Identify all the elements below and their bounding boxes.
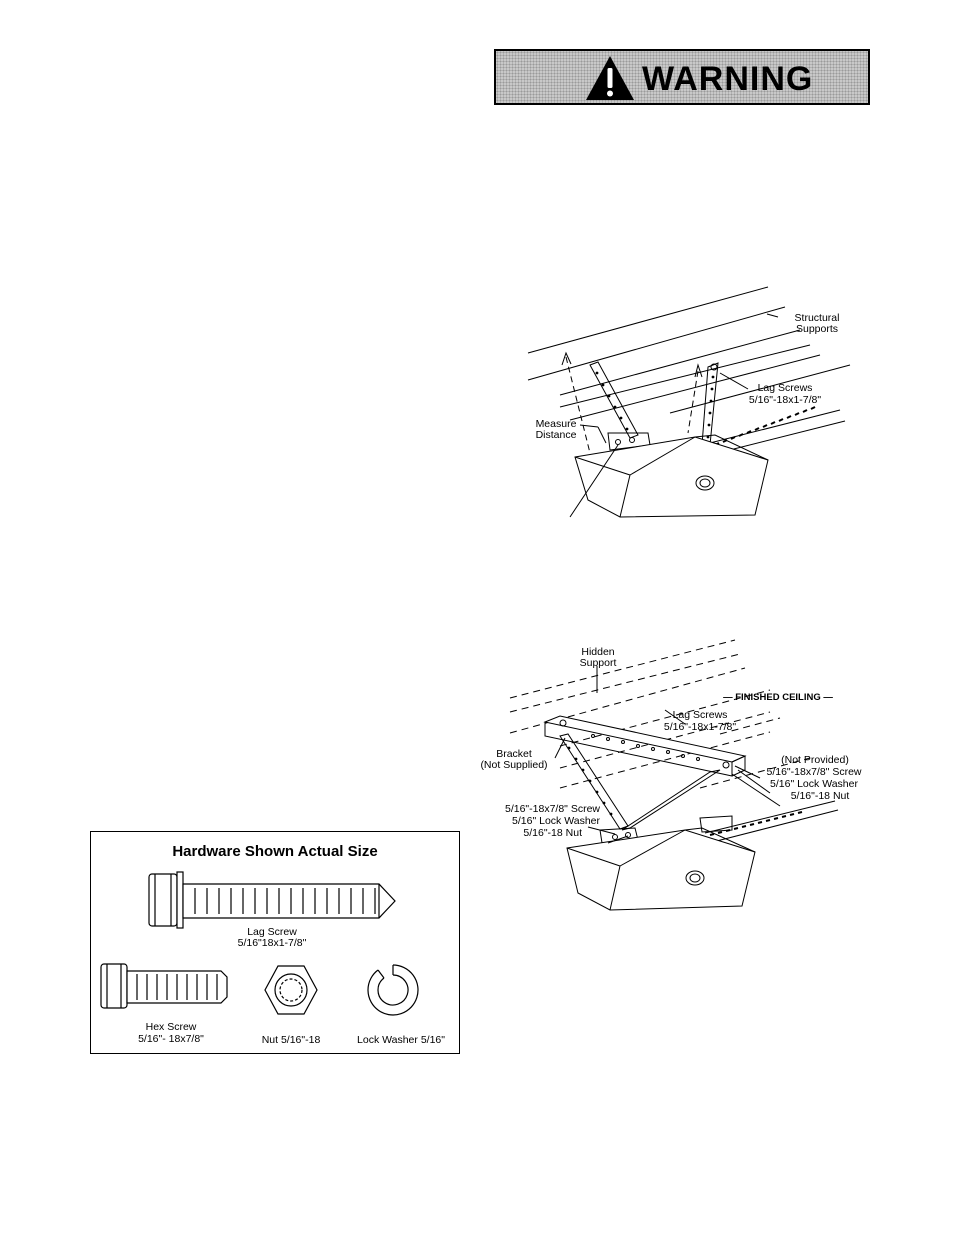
nut-right-label: 5/16"-18 Nut [790, 790, 850, 802]
hex-screw-size: 5/16"- 18x7/8" [138, 1033, 204, 1045]
hardware-title: Hardware Shown Actual Size [172, 843, 378, 860]
finished-ceiling-diagram: Hidden Support — FINISHED CEILING — Lag … [470, 638, 870, 913]
lock-washer-left-label: 5/16" Lock Washer [512, 815, 600, 827]
structural-supports-label: Structural Supports [794, 312, 840, 335]
not-provided-label: (Not Provided) [781, 754, 849, 766]
lock-washer-right-label: 5/16" Lock Washer [770, 778, 858, 790]
lock-washer-icon [367, 964, 419, 1016]
hardware-box: Hardware Shown Actual Size Lag Screw 5/1… [90, 831, 460, 1054]
hidden-support-label: Hidden Support [579, 646, 617, 669]
screw-right-label: 5/16"-18x7/8" Screw [766, 766, 862, 778]
hex-screw-icon [100, 963, 228, 1009]
lag-screw-name: Lag Screw [247, 926, 297, 938]
nut-left-label: 5/16"-18 Nut [523, 827, 582, 839]
finished-ceiling-label: — FINISHED CEILING — [723, 692, 833, 703]
opener-finished-ceiling-illustration [509, 639, 839, 911]
lag-screw-icon [148, 871, 396, 929]
nut-label: Nut 5/16"-18 [261, 1034, 321, 1046]
lag-screw-size: 5/16"18x1-7/8" [237, 937, 307, 949]
screw-left-label: 5/16"-18x7/8" Screw [504, 803, 600, 815]
bracket-label: Bracket (Not Supplied) [480, 748, 548, 771]
warning-triangle-icon [586, 56, 634, 100]
opener-structural-illustration [527, 286, 851, 518]
lag-screws-size-label-2: 5/16"-18x1-7/8" [663, 721, 737, 733]
hex-nut-icon [264, 965, 318, 1015]
lock-washer-label: Lock Washer 5/16" [357, 1034, 445, 1046]
lag-screws-label: Lag Screws [757, 382, 813, 394]
warning-banner: WARNING [494, 49, 870, 105]
lag-screws-size-label: 5/16"-18x1-7/8" [748, 394, 822, 406]
hex-screw-name: Hex Screw [145, 1021, 197, 1033]
measure-distance-label: Measure Distance [535, 418, 577, 441]
lag-screws-label-2: Lag Screws [672, 709, 728, 721]
warning-title: WARNING [642, 60, 814, 98]
structural-support-diagram: Structural Supports Lag Screws 5/16"-18x… [520, 285, 860, 520]
